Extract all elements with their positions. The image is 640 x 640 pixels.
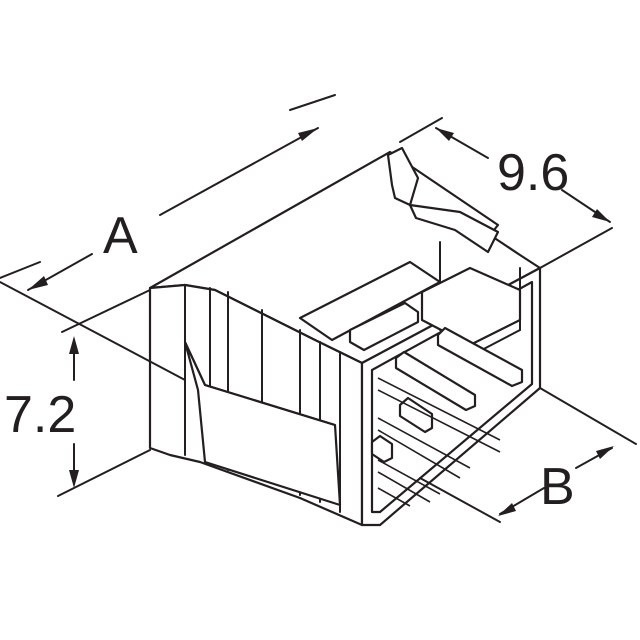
terminal-pin-5: [370, 434, 394, 464]
cavity-block: [420, 266, 522, 347]
dim-a-extension-right: [289, 94, 336, 111]
dim-a-label: A: [103, 207, 138, 265]
dim-96-label: 9.6: [497, 144, 569, 202]
dim-a-line-right: [159, 127, 319, 216]
dimension-7-2: 7.2: [4, 289, 151, 497]
dim-72-arrow-top: [69, 336, 79, 354]
slot-groove-1: [377, 377, 501, 453]
dim-a-arrow-left: [28, 276, 48, 290]
dim-a-extension-long: [0, 281, 186, 381]
locking-lever-edge: [184, 341, 336, 426]
top-latch-ramp: [408, 203, 500, 254]
slot-groove-3: [377, 459, 441, 503]
slot-groove-2: [377, 417, 471, 479]
dim-72-extension-bottom: [57, 449, 151, 497]
dim-b-extension-lower: [419, 477, 501, 523]
terminal-pin-1: [348, 301, 420, 352]
dim-96-extension-right: [539, 227, 613, 269]
dim-72-arrow-bottom: [69, 470, 79, 488]
dim-96-extension-left: [399, 117, 443, 143]
terminal-pin-4: [398, 396, 434, 434]
dim-b-label: B: [540, 458, 575, 516]
dim-96-arrow-right: [592, 209, 610, 222]
terminal-pin-2: [436, 326, 524, 388]
dim-b-extension-upper: [539, 387, 637, 445]
terminal-pin-3: [394, 350, 477, 412]
dimension-a: A: [0, 94, 336, 381]
dim-96-arrow-left: [436, 128, 454, 141]
dimension-9-6: 9.6: [399, 117, 613, 269]
dim-b-arrow-upper: [596, 446, 614, 459]
dimension-b: B: [419, 387, 637, 523]
dim-a-arrow-right: [298, 128, 318, 141]
connector-housing: [148, 146, 542, 527]
dim-72-extension-top: [61, 289, 151, 333]
cavity-shelf: [298, 260, 442, 342]
dim-72-label: 7.2: [4, 386, 76, 444]
slot-groove-4: [377, 487, 411, 507]
dim-a-extension-left: [0, 261, 41, 279]
dim-b-arrow-lower: [498, 503, 516, 516]
